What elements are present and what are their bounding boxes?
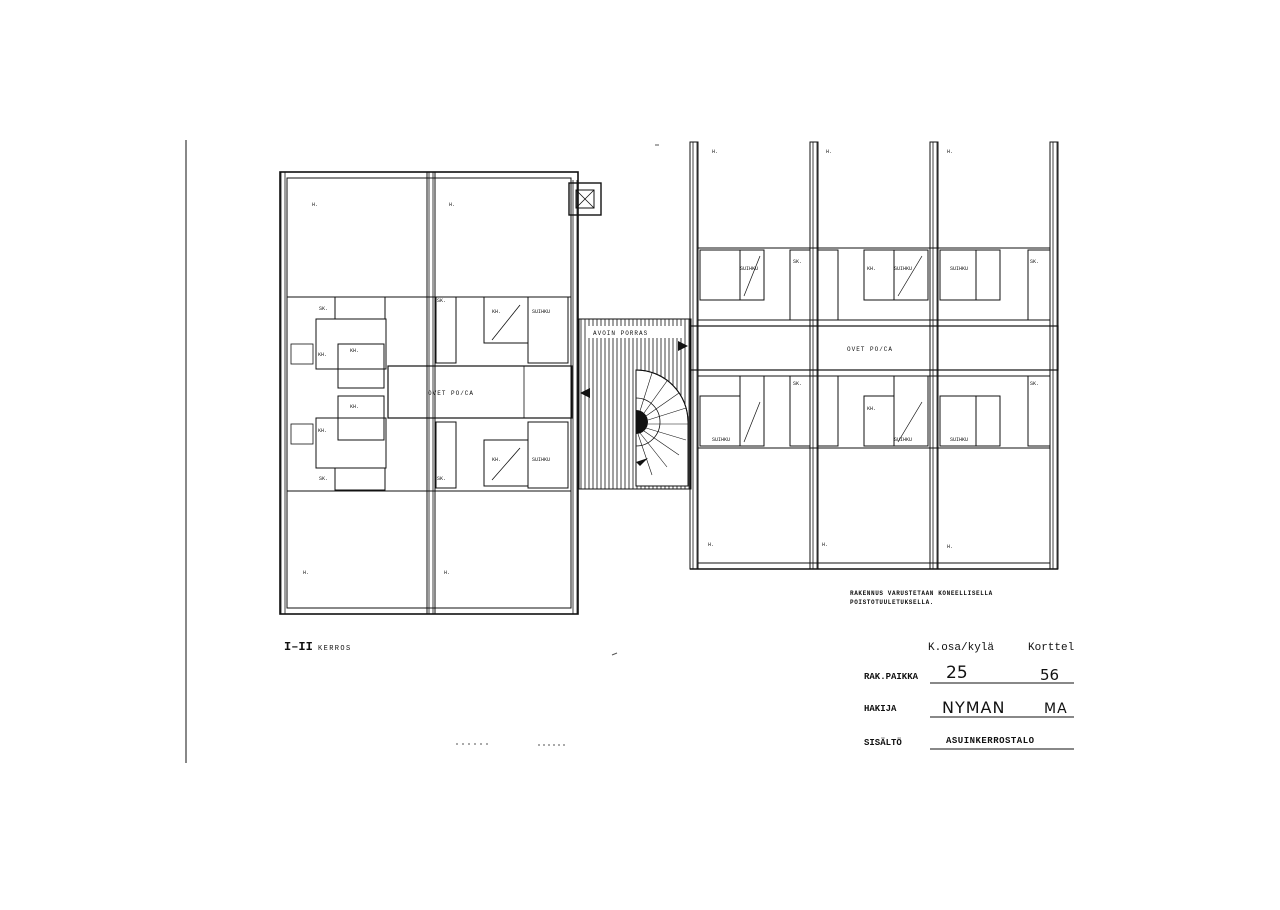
room-label: H. [826, 149, 832, 155]
sauna-label: SUIHKU [532, 457, 550, 463]
room-label: H. [822, 542, 828, 548]
closet-label: SK. [1030, 259, 1039, 265]
room-label: H. [312, 202, 318, 208]
room-label: H. [708, 542, 714, 548]
sauna-label: SUIHKU [950, 437, 968, 443]
kitchen-label: KH. [318, 352, 327, 358]
corridor-label-right: OVET PO/CA [847, 346, 893, 353]
ventilation-note-line2: POISTOTUULETUKSELLA. [850, 599, 934, 606]
room-label: H. [449, 202, 455, 208]
kitchen-label: KH. [350, 348, 359, 354]
closet-label: SK. [1030, 381, 1039, 387]
kitchen-label: KH. [492, 309, 501, 315]
room-label: H. [712, 149, 718, 155]
sauna-label: SUIHKU [950, 266, 968, 272]
ventilation-note-line1: RAKENNUS VARUSTETAAN KONEELLISELLA [850, 590, 993, 597]
hakija-value: NYMAN [942, 698, 1005, 717]
room-label: H. [303, 570, 309, 576]
sauna-label: SUIHKU [894, 266, 912, 272]
sauna-label: SUIHKU [532, 309, 550, 315]
stair-label: AVOIN PORRAS [593, 330, 648, 337]
closet-label: SK. [793, 381, 802, 387]
rak-paikka-value: 25 [946, 663, 968, 683]
sauna-label: SUIHKU [894, 437, 912, 443]
kitchen-label: KH. [492, 457, 501, 463]
right-wing [689, 141, 1059, 570]
floor-word: KERROS [318, 645, 352, 653]
rak-paikka-label: RAK.PAIKKA [864, 672, 919, 682]
room-label: H. [444, 570, 450, 576]
sauna-label: SUIHKU [740, 266, 758, 272]
col-kosa: K.osa/kylä [928, 642, 994, 654]
sisalto-value: ASUINKERROSTALO [946, 736, 1035, 746]
closet-label: SK. [437, 298, 446, 304]
kitchen-label: KH. [867, 266, 876, 272]
left-wing [279, 171, 602, 615]
corridor-label-left: OVET PO/CA [428, 390, 474, 397]
sisalto-label: SISÄLTÖ [864, 737, 902, 748]
room-label: H. [947, 544, 953, 550]
closet-label: SK. [319, 476, 328, 482]
hakija-label: HAKIJA [864, 704, 897, 714]
closet-label: SK. [437, 476, 446, 482]
sauna-label: SUIHKU [712, 437, 730, 443]
floor-number: I–II [284, 640, 313, 654]
kitchen-label: KH. [350, 404, 359, 410]
title-block: K.osa/kylä Korttel RAK.PAIKKA 25 56 HAKI… [864, 642, 1074, 750]
col-kortteli: Korttel [1028, 642, 1074, 654]
closet-label: SK. [319, 306, 328, 312]
closet-label: SK. [793, 259, 802, 265]
kortteli-value: 56 [1040, 666, 1059, 684]
hakija-value2: MA [1044, 701, 1068, 717]
room-label: H. [947, 149, 953, 155]
stair-area [578, 318, 692, 490]
kitchen-label: KH. [867, 406, 876, 412]
room-labels: H. H. H. H. H. H. H. H. H. H. SK. SK. SK… [303, 149, 1039, 576]
kitchen-label: KH. [318, 428, 327, 434]
scan-noise [456, 144, 659, 746]
